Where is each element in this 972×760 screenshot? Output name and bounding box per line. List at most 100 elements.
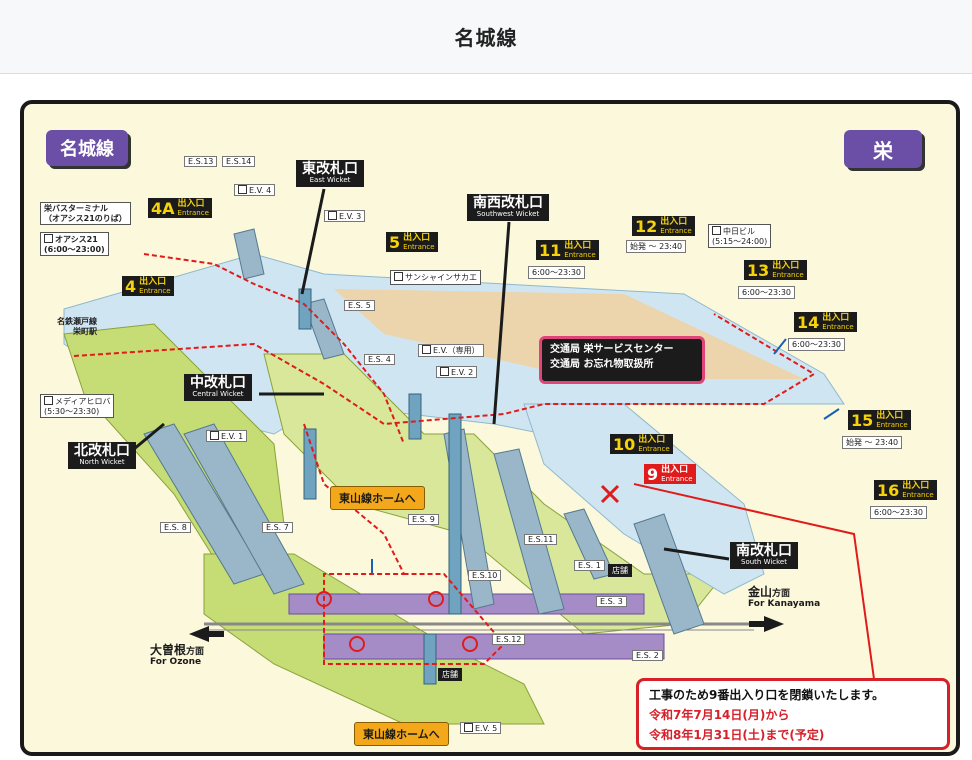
escalator-3-label: E.S. 3 xyxy=(596,596,627,607)
arrow-kanayama xyxy=(749,616,784,632)
elevator-dedicated-label: E.V.（専用） xyxy=(418,344,484,357)
media-hiroba-name: メディアヒロバ xyxy=(55,397,111,406)
exit-15-jp: 出入口 xyxy=(876,411,904,421)
exit-9-jp: 出入口 xyxy=(661,465,689,475)
exit-13-hours: 6:00～23:30 xyxy=(738,286,796,299)
exit-11-jp: 出入口 xyxy=(564,241,592,251)
service-center-box: 交通局 栄サービスセンター 交通局 お忘れ物取扱所 xyxy=(539,336,705,384)
escalator-8-label: E.S. 8 xyxy=(160,522,191,533)
exit-11-en: Entrance xyxy=(564,251,596,260)
elevator-icon xyxy=(238,185,247,194)
elevator-4-label: E.V. 4 xyxy=(234,184,276,196)
direction-kanayama-suffix: 方面 xyxy=(772,589,791,599)
lost-and-found-name: 交通局 お忘れ物取扱所 xyxy=(550,358,654,370)
escalator-7-label: E.S. 7 xyxy=(262,522,293,533)
meitetsu-label: 名鉄瀬戸線 栄町駅 xyxy=(54,316,100,337)
escalator-2-label: E.S. 2 xyxy=(632,650,663,661)
escalator-1-label: E.S. 1 xyxy=(574,560,605,571)
notice-leader xyxy=(633,483,875,680)
exit-16-en: Entrance xyxy=(902,491,934,500)
north-wicket-label: 北改札口 North Wicket xyxy=(68,442,136,470)
bus-terminal-label: 栄バスターミナル （オアシス21のりば） xyxy=(40,202,131,226)
arrow-ozone xyxy=(189,626,224,642)
exit-4-en: Entrance xyxy=(139,287,171,296)
elevator-1-text: E.V. 1 xyxy=(221,432,244,441)
closed-exit-mark xyxy=(600,484,620,504)
southwest-wicket-en: Southwest Wicket xyxy=(476,209,540,218)
meitetsu-line: 名鉄瀬戸線 xyxy=(57,317,97,326)
direction-ozone-suffix: 方面 xyxy=(186,647,205,657)
oasis21-name: オアシス21 xyxy=(55,235,98,244)
higashiyama-platform-sign-bottom: 東山線ホームへ xyxy=(354,722,449,746)
exit-4-number: 4 xyxy=(122,276,140,296)
elevator-icon xyxy=(422,345,431,354)
southwest-wicket-jp: 南西改札口 xyxy=(473,195,543,211)
escalator-5-label: E.S. 5 xyxy=(344,300,375,311)
page-title: 名城線 xyxy=(454,26,518,50)
line-name-pill: 名城線 xyxy=(46,130,128,166)
route-circles xyxy=(316,591,478,652)
south-wicket-en: South Wicket xyxy=(741,557,787,566)
exit-4a-jp: 出入口 xyxy=(177,199,205,209)
media-hiroba-hours: (5:30～23:30) xyxy=(44,406,100,416)
exit-4a-number: 4A xyxy=(148,198,178,218)
sunshine-sakae-label: サンシャインサカエ xyxy=(390,270,481,285)
direction-kanayama: 金山方面 For Kanayama xyxy=(748,585,820,610)
exit-15-number: 15 xyxy=(848,410,877,430)
north-wicket-en: North Wicket xyxy=(79,457,125,466)
shop-label-center: 店舗 xyxy=(438,668,462,681)
bus-terminal-name: 栄バスターミナル xyxy=(44,204,108,213)
exit-10-en: Entrance xyxy=(638,445,670,454)
wicket-leaders xyxy=(133,188,730,561)
elevator-5-text: E.V. 5 xyxy=(475,724,498,733)
exit-9-en: Entrance xyxy=(661,475,693,484)
exit-16-jp: 出入口 xyxy=(902,481,930,491)
service-center-name: 交通局 栄サービスセンター xyxy=(550,344,674,355)
exit-13-number: 13 xyxy=(744,260,773,280)
exit-10-number: 10 xyxy=(610,434,639,454)
exit-13-jp: 出入口 xyxy=(772,261,800,271)
notice-line-3: 令和8年1月31日(土)まで(予定) xyxy=(649,728,825,742)
exit-15-hours: 始発 ～ 23:40 xyxy=(842,436,903,449)
direction-ozone-jp: 大曽根 xyxy=(150,643,187,657)
escalator-4-label: E.S. 4 xyxy=(364,354,395,365)
exit-14-hours: 6:00～23:30 xyxy=(788,338,846,351)
exit-12-en: Entrance xyxy=(660,227,692,236)
elevator-5-label: E.V. 5 xyxy=(460,722,502,734)
exit-16-hours: 6:00～23:30 xyxy=(870,506,928,519)
escalator-13-label: E.S.13 xyxy=(184,156,218,167)
exit-10-jp: 出入口 xyxy=(638,435,666,445)
escalator-11-label: E.S.11 xyxy=(524,534,558,545)
exit-12-hours: 始発 ～ 23:40 xyxy=(626,240,687,253)
oasis21-hours: (6:00～23:00) xyxy=(44,244,105,254)
chunichi-building-label: 中日ビル (5:15～24:00) xyxy=(708,224,772,249)
elevator-dedicated-note: （専用） xyxy=(447,346,480,355)
chunichi-building-name: 中日ビル xyxy=(723,227,755,236)
direction-ozone: 大曽根方面 For Ozone xyxy=(150,643,205,668)
north-wicket-jp: 北改札口 xyxy=(74,443,130,459)
exit-14-number: 14 xyxy=(794,312,823,332)
elevator-icon xyxy=(210,431,219,440)
central-wicket-en: Central Wicket xyxy=(192,389,244,398)
station-map: 名城線 栄 東改札口 East Wicket 南西改札口 Southwest W… xyxy=(20,100,960,756)
elevator-icon xyxy=(44,396,53,405)
bus-terminal-sub: （オアシス21のりば） xyxy=(44,213,127,223)
elevator-3-text: E.V. 3 xyxy=(339,212,362,221)
southwest-wicket-label: 南西改札口 Southwest Wicket xyxy=(467,194,549,222)
chunichi-building-hours: (5:15～24:00) xyxy=(712,236,768,246)
exit-5-en: Entrance xyxy=(403,243,435,252)
elevator-2-text: E.V. 2 xyxy=(451,368,474,377)
east-wicket-label: 東改札口 East Wicket xyxy=(296,160,364,188)
elevator-icon xyxy=(440,367,449,376)
exit-9-number: 9 xyxy=(644,464,662,484)
higashiyama-platform-sign-top: 東山線ホームへ xyxy=(330,486,425,510)
exit-5-number: 5 xyxy=(386,232,404,252)
